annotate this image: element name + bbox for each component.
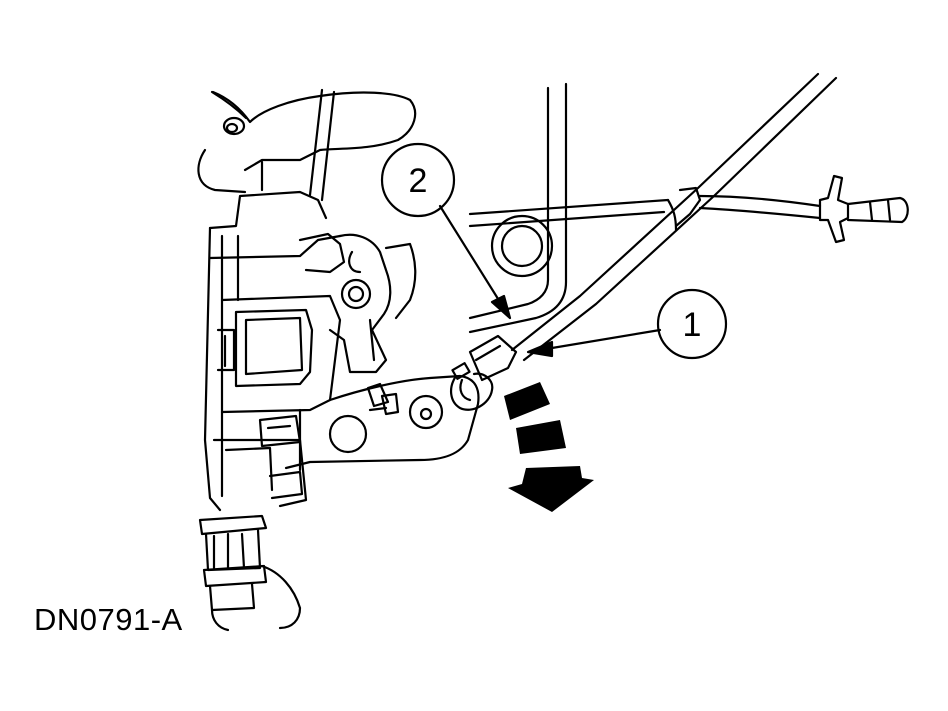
latch-housing [203, 190, 342, 512]
horizontal-cable [468, 194, 822, 228]
cable-clip [450, 334, 518, 411]
callout-1-number: 1 [683, 306, 702, 344]
curved-arrow-down-icon [504, 382, 594, 512]
spring-clip [210, 90, 248, 136]
actuator-rod [308, 88, 336, 202]
lower-electrical-connector [198, 438, 308, 632]
cable-end-connector [818, 174, 909, 244]
door-panel-outline [197, 82, 568, 334]
latch-lever [298, 232, 417, 374]
lower-plate [258, 374, 480, 472]
callout-2-number: 2 [409, 162, 428, 200]
figure-id-label: DN0791-A [34, 602, 183, 637]
mounting-boss [490, 214, 554, 278]
callout-2-leader [438, 204, 512, 320]
callout-1-leader [526, 328, 662, 358]
callout-2-circle [380, 142, 456, 218]
diagonal-cable [510, 72, 838, 362]
callout-1-circle [656, 288, 728, 360]
